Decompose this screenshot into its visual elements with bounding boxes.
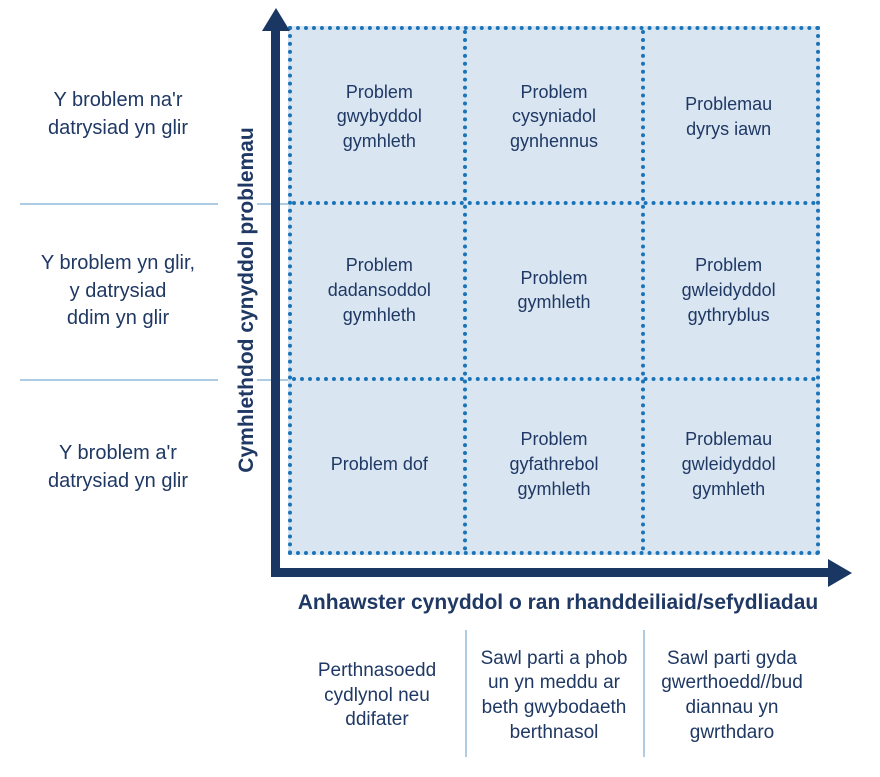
column-label-middle: Sawl parti a phob un yn meddu ar beth gw… <box>480 647 628 743</box>
x-axis-label: Anhawster cynyddol o ran rhanddeiliaid/s… <box>297 591 819 614</box>
row-label-bottom: Y broblem a'r datrysiad yn glir <box>47 441 189 492</box>
matrix-cell-r2c1: Problem dadansoddol gymhleth <box>327 255 431 325</box>
y-axis-line <box>271 24 280 577</box>
matrix-cell-r1c2: Problem cysyniadol gynhennus <box>509 81 599 152</box>
matrix-cell-r1c3: Problemau dyrys iawn <box>685 94 773 139</box>
grid-column-divider <box>463 30 467 551</box>
row-divider <box>20 203 218 205</box>
grid-row-divider <box>292 377 816 381</box>
row-label-middle: Y broblem yn glir, y datrysiad ddim yn g… <box>40 252 196 330</box>
column-label-divider <box>465 630 467 757</box>
matrix-cell-r2c3: Problem gwleidyddol gythryblus <box>681 255 776 325</box>
matrix-cell-r3c3: Problemau gwleidyddol gymhleth <box>681 428 776 499</box>
x-axis-arrowhead-icon <box>828 559 852 587</box>
matrix-cell-r3c1: Problem dof <box>330 453 428 474</box>
matrix-cells: Problem gwybyddol gymhleth Problem cysyn… <box>292 30 816 551</box>
x-axis-line <box>271 568 830 577</box>
row-label-top: Y broblem na'r datrysiad yn glir <box>47 88 189 139</box>
matrix-grid: Problem gwybyddol gymhleth Problem cysyn… <box>288 26 820 555</box>
grid-column-divider <box>641 30 645 551</box>
y-axis-arrowhead-icon <box>262 8 290 31</box>
grid-row-divider <box>292 201 816 205</box>
row-divider <box>20 379 218 381</box>
column-label-left: Perthnasoedd cydlynol neu ddifater <box>317 659 437 731</box>
column-label-right: Sawl parti gyda gwerthoedd//bud diannau … <box>661 647 803 743</box>
column-label-divider <box>643 630 645 757</box>
matrix-cell-r3c2: Problem gyfathrebol gymhleth <box>509 428 599 499</box>
matrix-cell-r2c2: Problem gymhleth <box>517 267 591 313</box>
matrix-cell-r1c1: Problem gwybyddol gymhleth <box>336 81 422 152</box>
y-axis-label: Cymhlethdod cynyddol problemau <box>235 127 258 473</box>
